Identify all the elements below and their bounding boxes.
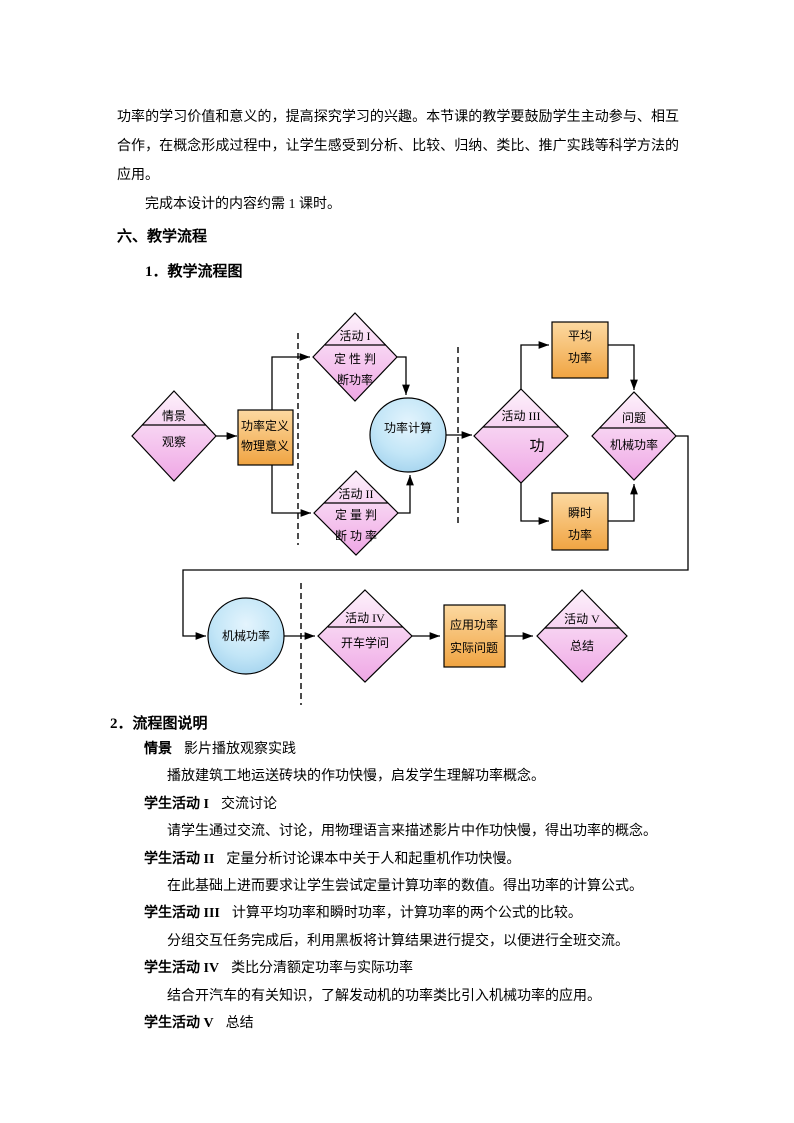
note-item: 学生活动 II 定量分析讨论课本中关于人和起重机作功快慢。 在此基础上进而要求让学…: [117, 846, 679, 901]
note-head: 学生活动 I 交流讨论: [117, 791, 679, 818]
average-power-line1: 平均: [567, 329, 593, 343]
activity4-label: 开车学问: [340, 636, 390, 650]
flowchart-notes: 情景影片播放观察实践 播放建筑工地运送砖块的作功快慢，启发学生理解功率概念。 学…: [117, 736, 679, 1037]
situation-bottom-label: 观察: [161, 435, 187, 449]
note-label: 学生活动 V: [144, 1016, 214, 1032]
diamond-activity4-shape: [317, 589, 413, 683]
problem-title: 问题: [621, 411, 647, 425]
apply-power-line2: 实际问题: [449, 641, 499, 655]
rect-instant-power-shape: [551, 492, 609, 551]
diamond-problem-shape: [591, 391, 677, 481]
activity3-work-label: 功: [529, 438, 545, 455]
diamond-activity2-shape: [313, 470, 399, 556]
activity1-line2: 断功率: [336, 373, 374, 387]
connector-activity3-to-average: [520, 341, 549, 389]
connector-activity3-to-instant: [520, 483, 549, 525]
note-item: 学生活动 I 交流讨论 请学生通过交流、讨论，用物理语言来描述影片中作功快慢，得出…: [117, 791, 679, 846]
activity1-title: 活动 I: [339, 329, 371, 343]
note-detail: 请学生通过交流、讨论，用物理语言来描述影片中作功快慢，得出功率的概念。: [167, 824, 657, 840]
section-title: 六、教学流程: [117, 229, 208, 245]
average-power-line2: 功率: [567, 351, 593, 365]
note-item: 学生活动 V 总结: [117, 1010, 679, 1037]
instant-power-line1: 瞬时: [567, 506, 593, 520]
note-head: 学生活动 V 总结: [117, 1010, 679, 1037]
activity5-label: 总结: [569, 639, 595, 653]
note-heading: 影片播放观察实践: [184, 742, 296, 757]
note-label: 学生活动 II: [144, 851, 215, 867]
situation-top-label: 情景: [161, 409, 187, 423]
connector-average-to-problem: [608, 344, 638, 390]
subsection-notes-title: 2．流程图说明: [110, 716, 208, 732]
note-heading: 计算平均功率和瞬时功率，计算功率的两个公式的比较。: [231, 906, 582, 922]
note-label: 学生活动 III: [144, 906, 220, 922]
activity2-line2: 断 功 率: [334, 529, 378, 543]
note-detail: 在此基础上进而要求让学生尝试定量计算功率的数值。得出功率的计算公式。: [167, 879, 643, 895]
rect-apply-power-shape: [443, 604, 506, 668]
connector-lines: [182, 341, 689, 640]
diamond-activity1-shape: [312, 312, 398, 402]
connector-activity1-to-calculation: [397, 356, 410, 395]
connector-definition-to-activity1: [271, 353, 310, 410]
mechanical-power-label: 机械功率: [221, 629, 271, 643]
rect-average-power-shape: [551, 321, 609, 379]
duration-paragraph: 完成本设计的内容约需 1 课时。: [145, 197, 341, 212]
note-heading: 定量分析讨论课本中关于人和起重机作功快慢。: [226, 851, 521, 867]
rect-power-definition-shape: [237, 409, 294, 466]
activity2-title: 活动 II: [338, 487, 374, 501]
note-item: 情景影片播放观察实践 播放建筑工地运送砖块的作功快慢，启发学生理解功率概念。: [117, 736, 679, 791]
activity5-title: 活动 V: [564, 612, 600, 626]
note-head: 情景影片播放观察实践: [117, 736, 679, 763]
subsection-flowchart-title: 1．教学流程图: [145, 264, 243, 280]
connector-instant-to-problem: [608, 484, 638, 522]
instant-power-line2: 功率: [567, 528, 593, 542]
flowchart-canvas: [131, 312, 689, 705]
note-detail: 分组交互任务完成后，利用黑板将计算结果进行提交，以便进行全班交流。: [167, 933, 629, 949]
note-detail: 结合开汽车的有关知识，了解发动机的功率类比引入机械功率的应用。: [167, 988, 601, 1004]
note-item: 学生活动 IV 类比分清额定功率与实际功率 结合开汽车的有关知识，了解发动机的功率…: [117, 955, 679, 1010]
connector-definition-to-activity2: [271, 465, 311, 517]
document-content: 功率的学习价值和意义的，提高探究学习的兴趣。本节课的教学要鼓励学生主动参与、相互…: [0, 110, 794, 1037]
activity4-title: 活动 IV: [345, 611, 385, 625]
note-item: 学生活动 III 计算平均功率和瞬时功率，计算功率的两个公式的比较。 分组交互任务…: [117, 900, 679, 955]
intro-paragraph: 功率的学习价值和意义的，提高探究学习的兴趣。本节课的教学要鼓励学生主动参与、相互…: [117, 110, 679, 183]
power-definition-line2: 物理意义: [240, 439, 290, 453]
problem-mechanical-label: 机械功率: [609, 438, 659, 452]
note-heading: 类比分清额定功率与实际功率: [231, 961, 414, 977]
diamond-situation-shape: [131, 390, 217, 482]
ellipse-mechanical-power-shape: [207, 597, 285, 675]
note-heading: 交流讨论: [220, 796, 277, 812]
note-detail: 播放建筑工地运送砖块的作功快慢，启发学生理解功率概念。: [167, 769, 545, 785]
activity2-line1: 定 量 判: [334, 508, 378, 522]
power-definition-line1: 功率定义: [240, 419, 290, 433]
flowchart-nodes: [131, 312, 677, 683]
note-head: 学生活动 IV 类比分清额定功率与实际功率: [117, 955, 679, 982]
connector-problem-to-mechanical: [182, 435, 689, 640]
activity3-title: 活动 III: [501, 409, 541, 423]
connector-activity2-to-calculation: [398, 475, 414, 514]
note-head: 学生活动 II 定量分析讨论课本中关于人和起重机作功快慢。: [117, 846, 679, 873]
teaching-flowchart: 情景 观察 功率定义 物理意义 活动 I 定 性 判 断功率 活动 II 定 量…: [0, 295, 794, 708]
note-label: 情景: [144, 742, 172, 757]
power-calculation-label: 功率计算: [383, 421, 433, 435]
activity1-line1: 定 性 判: [333, 352, 377, 366]
diamond-activity5-shape: [536, 589, 628, 683]
note-heading: 总结: [225, 1016, 254, 1032]
note-label: 学生活动 IV: [144, 961, 220, 977]
apply-power-line1: 应用功率: [449, 618, 499, 632]
note-label: 学生活动 I: [144, 796, 209, 812]
stage-separators: [297, 333, 459, 705]
ellipse-power-calculation-shape: [369, 397, 447, 473]
note-head: 学生活动 III 计算平均功率和瞬时功率，计算功率的两个公式的比较。: [117, 900, 679, 927]
diamond-activity3-shape: [473, 388, 569, 484]
